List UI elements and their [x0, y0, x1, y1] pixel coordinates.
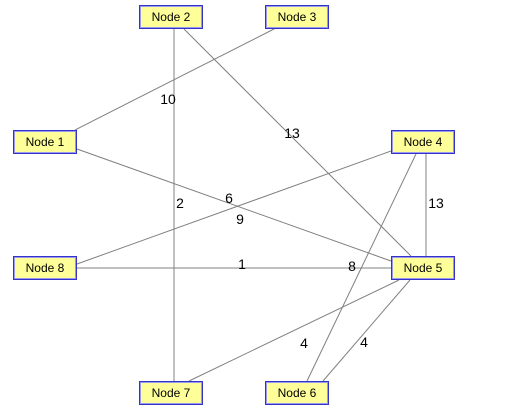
edge-weight-label: 10 [160, 91, 176, 107]
edge-n4-n6 [306, 153, 417, 382]
node-8[interactable]: Node 8 [13, 256, 77, 280]
edge-weight-label: 8 [348, 258, 356, 274]
edge-n5-n7 [188, 279, 400, 382]
node-3[interactable]: Node 3 [265, 5, 329, 29]
edge-n2-n5 [183, 28, 412, 257]
node-6[interactable]: Node 6 [265, 381, 329, 405]
edge-weight-label: 13 [284, 125, 300, 141]
edge-weight-label: 13 [428, 195, 444, 211]
edge-n1-n3 [74, 27, 277, 131]
node-7[interactable]: Node 7 [139, 381, 203, 405]
edge-n8-n4 [76, 150, 392, 265]
edge-weight-label: 1 [238, 256, 246, 272]
node-4[interactable]: Node 4 [391, 130, 455, 154]
edge-weight-label: 4 [300, 335, 308, 351]
node-5[interactable]: Node 5 [391, 256, 455, 280]
node-1[interactable]: Node 1 [13, 130, 77, 154]
edge-n5-n6 [322, 279, 411, 382]
node-2[interactable]: Node 2 [139, 5, 203, 29]
edge-weight-label: 9 [236, 211, 244, 227]
edge-n1-n5 [76, 148, 392, 262]
edge-weight-label: 6 [225, 190, 233, 206]
edge-weight-label: 2 [176, 195, 184, 211]
edge-weight-label: 4 [360, 334, 368, 350]
